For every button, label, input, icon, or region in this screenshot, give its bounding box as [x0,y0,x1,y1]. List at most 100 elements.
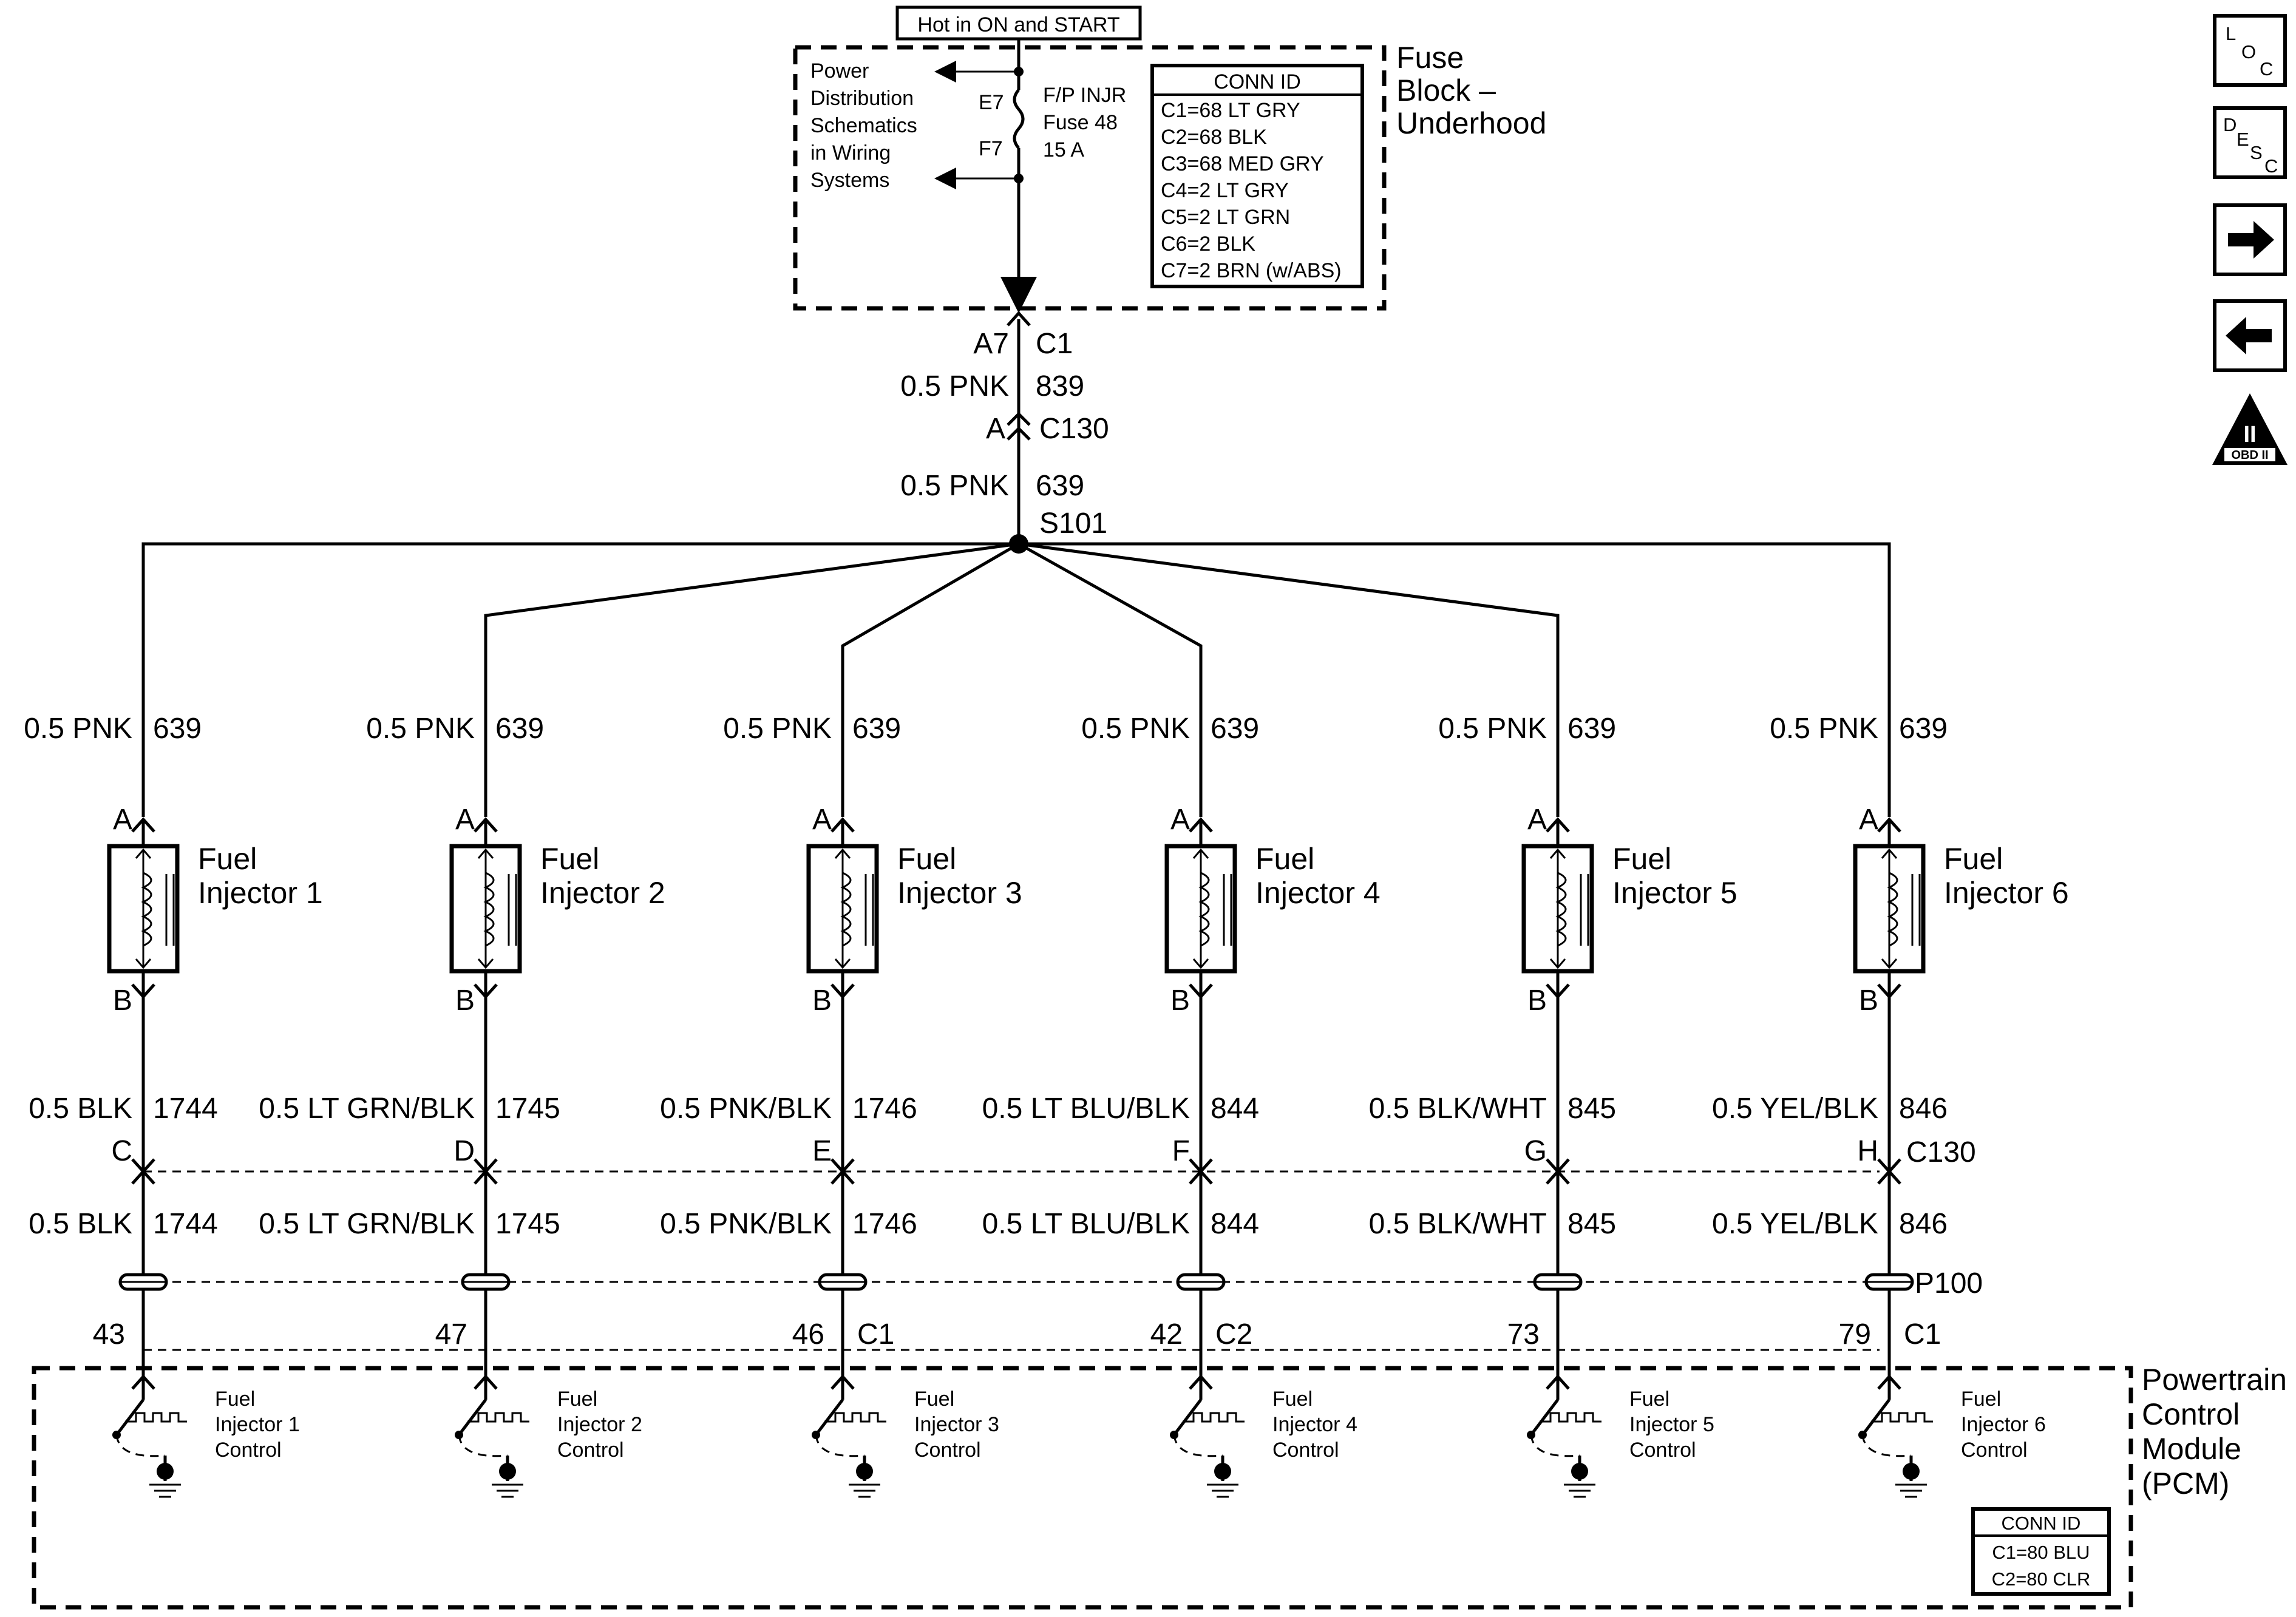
loc-button[interactable]: L O C [2213,14,2287,87]
injector-5-feed-circuit: 639 [1567,713,1616,745]
svg-text:OBD II: OBD II [2231,449,2268,462]
solenoid-coil [1887,872,1898,947]
fuse-symbol [1013,89,1025,149]
injector-4-name: Fuel [1255,842,1314,876]
solenoid-coil [1555,872,1567,947]
connector-lines: C130 P100 [143,1136,1983,1351]
trunk-conn-c130: C130 [1039,413,1109,445]
injector-2-feed-circuit: 639 [495,713,544,745]
injector-2-name-line2: Injector 2 [540,876,665,910]
injector-4-control-label-line2: Injector 4 [1272,1413,1357,1436]
fuse-block-underhood: Hot in ON and START Power Distribution S… [793,5,1546,313]
injector-1-p100-gauge: 0.5 BLK [29,1208,132,1240]
svg-text:O: O [2241,41,2256,63]
trunk-wire1-gauge: 0.5 PNK [900,370,1009,402]
injector-1-name-line2: Injector 1 [198,876,323,910]
injector-1-feed-gauge: 0.5 PNK [24,713,132,745]
transistor-switch [1861,1398,1890,1436]
solenoid-coil [483,872,495,947]
svg-text:C: C [2260,58,2273,80]
injector-1-name: Fuel [198,842,257,876]
svg-text:S: S [2250,142,2263,163]
injector-4-name-line2: Injector 4 [1255,876,1381,910]
injector-3-name-line2: Injector 3 [897,876,1022,910]
injector-2-pin-a: A [455,804,475,836]
fuse-block-name: Fuse Block – Underhood [1396,41,1546,140]
injector-1-control-label-line3: Control [215,1439,282,1462]
nav-buttons: L O C D E S C II OBD II [2212,14,2288,465]
injector-3-feed-circuit: 639 [852,713,901,745]
injector-2-p100-circuit: 1745 [495,1208,560,1240]
injector-5-control-label: Fuel [1629,1388,1669,1411]
injector-4-control-label-line3: Control [1272,1439,1339,1462]
fuse-conn-id-table [1150,64,1364,288]
injector-6-name: Fuel [1944,842,2003,876]
injector-3-pcm-conn: C1 [857,1318,894,1351]
fuse-name: F/P INJR Fuse 48 15 A [1043,84,1132,161]
solenoid-coil [141,872,152,947]
svg-text:D: D [2223,114,2237,135]
fuse-pin-e7: E7 [979,91,1004,114]
svg-text:II: II [2243,422,2256,447]
injector-5-name-line2: Injector 5 [1612,876,1737,910]
pcm-name: Powertrain Control Module (PCM) [2142,1363,2295,1500]
prev-button[interactable] [2213,299,2287,372]
trunk-wire2-gauge: 0.5 PNK [900,470,1009,502]
injector-6-feed-circuit: 639 [1899,713,1948,745]
svg-text:L: L [2226,23,2236,44]
transistor-switch [1173,1398,1202,1436]
injector-5-c130-pin: G [1524,1135,1547,1167]
trunk-conn-c1: C1 [1036,328,1073,360]
c130-label: C130 [1906,1136,1976,1168]
injector-3-p100-circuit: 1746 [852,1208,917,1240]
injector-2-name: Fuel [540,842,599,876]
power-distribution-ref: Power Distribution Schematics in Wiring … [810,59,923,192]
injector-6-p100-circuit: 846 [1899,1208,1948,1240]
next-button[interactable] [2213,203,2287,276]
injector-5-control-label-line2: Injector 5 [1629,1413,1714,1436]
injector-3-pcm-pin: 46 [792,1318,824,1351]
splice-s101: S101 [1039,507,1107,540]
desc-button[interactable]: D E S C [2213,106,2287,179]
transistor-switch [115,1398,144,1436]
injector-4-pcm-conn: C2 [1215,1318,1252,1351]
pcm-conn-id-table [1971,1507,2111,1596]
solenoid-coil [1198,872,1210,947]
injector-1-control-circuit: 1744 [153,1093,218,1125]
injector-2-c130-pin: D [453,1135,475,1167]
injector-3-feed-gauge: 0.5 PNK [723,713,832,745]
pcm-conn-c1: C1=80 BLU [1992,1542,2090,1563]
injector-4-pin-b: B [1170,985,1190,1017]
injector-1-c130-pin: C [111,1135,132,1167]
injector-6-c130-pin: H [1857,1135,1878,1167]
injector-2-pcm-pin: 47 [435,1318,467,1351]
obd-ii-button[interactable]: II OBD II [2212,393,2288,465]
injector-6-control-label-line2: Injector 6 [1961,1413,2046,1436]
svg-text:E: E [2237,129,2249,150]
pcm-module: Powertrain Control Module (PCM) CONN ID … [32,1363,2295,1610]
injector-3-control-gauge: 0.5 PNK/BLK [660,1093,832,1125]
injector-2-control-label-line3: Control [557,1439,624,1462]
injector-3-c130-pin: E [812,1135,832,1167]
injector-4-c130-pin: F [1172,1135,1190,1167]
injector-6-pin-a: A [1859,804,1878,836]
injector-3-control-label: Fuel [914,1388,954,1411]
injector-6-control-label: Fuel [1961,1388,2001,1411]
injector-3-p100-gauge: 0.5 PNK/BLK [660,1208,832,1240]
transistor-switch [458,1398,487,1436]
trunk-wire2-circuit: 639 [1036,470,1084,502]
transistor-switch [815,1398,844,1436]
injector-1-p100-circuit: 1744 [153,1208,218,1240]
injector-2-control-label-line2: Injector 2 [557,1413,642,1436]
injector-5-control-circuit: 845 [1567,1093,1616,1125]
injector-4-control-label: Fuel [1272,1388,1313,1411]
injector-5-p100-gauge: 0.5 BLK/WHT [1369,1208,1547,1240]
injector-2-feed-gauge: 0.5 PNK [366,713,475,745]
injector-4-p100-circuit: 844 [1211,1208,1259,1240]
trunk-pin-a: A [986,413,1005,445]
injector-4-control-gauge: 0.5 LT BLU/BLK [982,1093,1190,1125]
